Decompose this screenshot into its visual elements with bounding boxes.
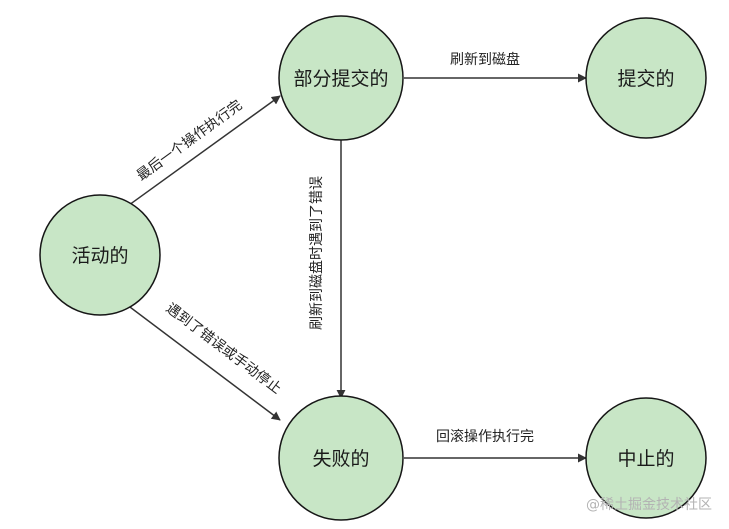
edge-label-partially-committed-to-committed: 刷新到磁盘 — [450, 51, 520, 68]
edge-active-to-partially-committed — [117, 95, 281, 214]
edge-label-active-to-partially-committed: 最后一个操作执行完 — [134, 97, 245, 184]
edge-label-partially-committed-to-failed: 刷新到磁盘时遇到了错误 — [308, 176, 325, 330]
state-label-failed: 失败的 — [312, 448, 369, 470]
state-circle-failed — [278, 395, 404, 521]
state-node-active: 活动的 — [39, 194, 161, 316]
state-circle-partially-committed — [278, 15, 404, 141]
state-circle-committed — [585, 17, 707, 139]
state-node-failed: 失败的 — [278, 395, 404, 521]
state-node-partially-committed: 部分提交的 — [278, 15, 404, 141]
state-node-aborted: 中止的 — [585, 397, 707, 519]
state-node-committed: 提交的 — [585, 17, 707, 139]
edge-label-failed-to-aborted: 回滚操作执行完 — [436, 428, 534, 445]
edges — [117, 73, 587, 463]
state-label-committed: 提交的 — [617, 68, 674, 90]
state-circle-aborted — [585, 397, 707, 519]
edge-label-active-to-failed: 遇到了错误或手动停止 — [163, 299, 285, 397]
state-label-aborted: 中止的 — [617, 448, 674, 470]
state-label-active: 活动的 — [71, 245, 128, 267]
state-circle-active — [39, 194, 161, 316]
watermark: @稀土掘金技术社区 — [586, 497, 712, 513]
state-label-partially-committed: 部分提交的 — [293, 68, 388, 90]
edge-active-to-failed — [117, 297, 281, 421]
